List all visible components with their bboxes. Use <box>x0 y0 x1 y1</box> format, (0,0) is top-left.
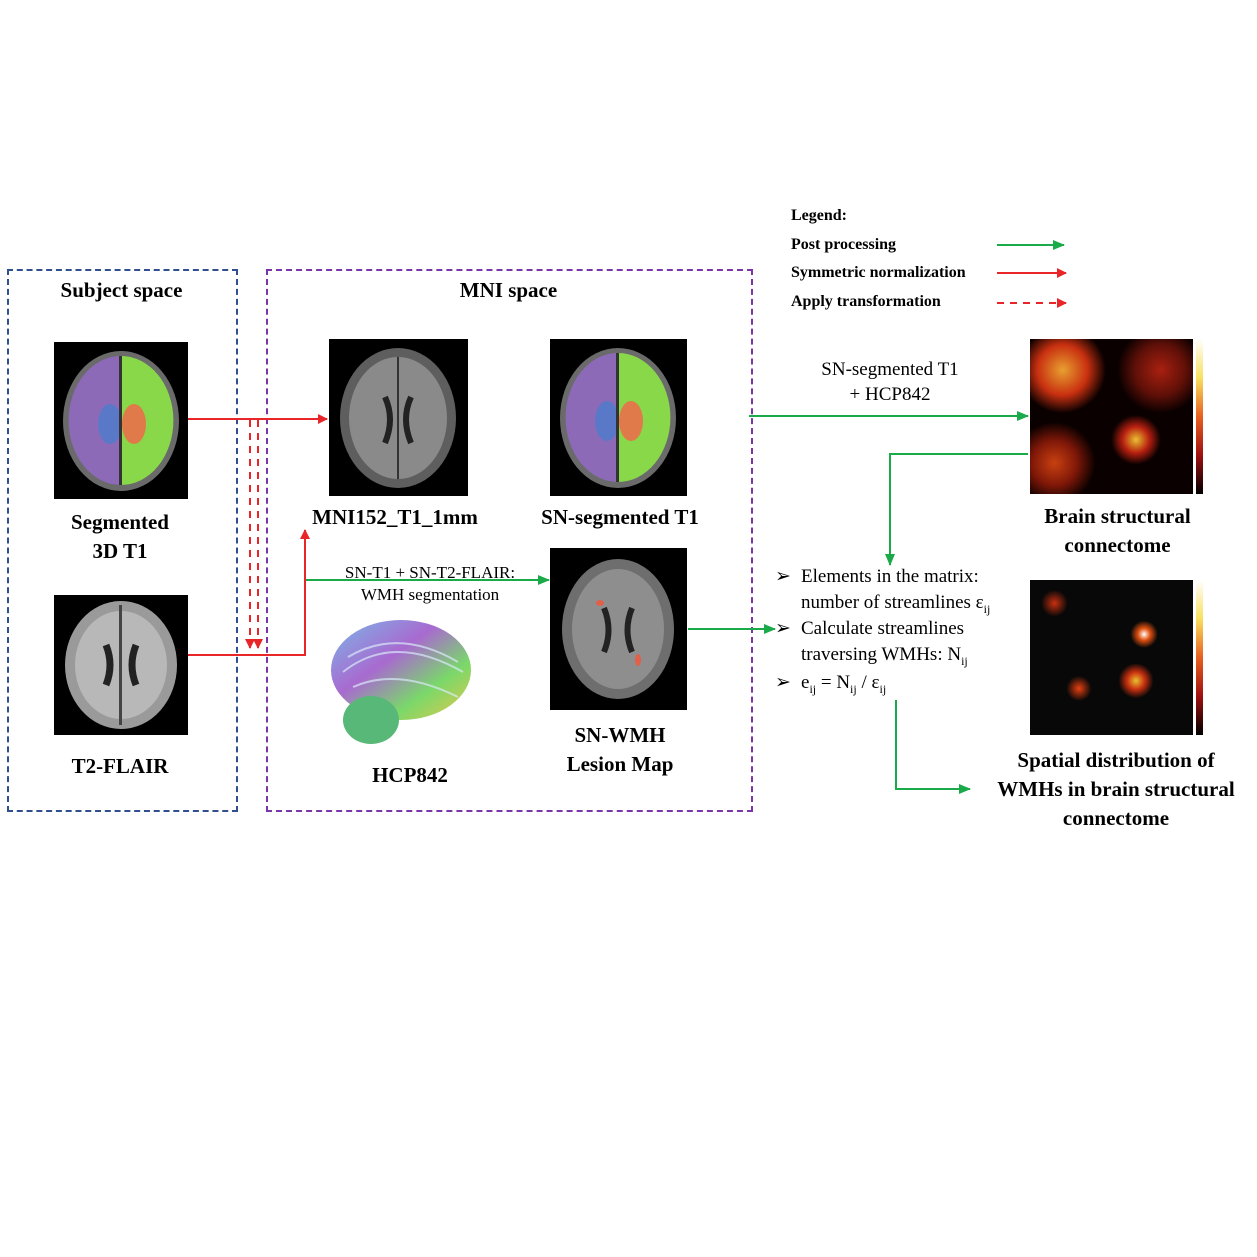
segmented-t1-image <box>54 342 188 499</box>
subject-space-box <box>7 269 238 812</box>
wmh-segmentation-note: SN-T1 + SN-T2-FLAIR: WMH segmentation <box>344 563 516 604</box>
mni152-image <box>329 339 468 496</box>
spatial-distribution-label: Spatial distribution of WMHs in brain st… <box>997 748 1235 830</box>
sn-segmented-t1-label: SN-segmented T1 <box>541 505 699 529</box>
green-arrow-to-spatial <box>895 700 971 794</box>
brain-connectome-matrix <box>1030 339 1210 494</box>
sn-wmh-label: SN-WMH Lesion Map <box>566 723 674 776</box>
mni-space-title: MNI space <box>459 278 558 302</box>
spatial-distribution-matrix <box>1030 580 1210 735</box>
t2-flair-image <box>54 595 188 735</box>
segmented-t1-label: Segmented 3D T1 <box>71 510 169 563</box>
brain-connectome-label: Brain structural connectome <box>1044 504 1191 557</box>
sn-wmh-image <box>550 548 687 710</box>
legend-title: Legend: <box>791 207 847 224</box>
green-arrow-connectome-to-bullets <box>885 453 1028 566</box>
connectome-note: SN-segmented T1 + HCP842 <box>821 359 959 405</box>
hcp842-label: HCP842 <box>372 763 448 787</box>
t2-flair-label: T2-FLAIR <box>71 754 169 778</box>
hcp842-tractography-image <box>323 612 473 752</box>
bullet-calculate: ➢Calculate streamlines traversing WMHs: … <box>775 618 968 668</box>
subject-space-title: Subject space <box>60 278 183 302</box>
bullet-elements: ➢Elements in the matrix: number of strea… <box>775 566 991 616</box>
legend-apply-transformation: Apply transformation <box>791 293 941 310</box>
legend-post-processing: Post processing <box>791 236 897 253</box>
sn-segmented-t1-image <box>550 339 687 496</box>
mni-space-box <box>266 269 753 812</box>
red-arrow-flair-to-mni <box>188 529 310 656</box>
legend-symmetric-normalization: Symmetric normalization <box>791 264 966 281</box>
mni152-label: MNI152_T1_1mm <box>312 505 478 529</box>
bullet-formula: ➢eij = Nij / εij <box>775 672 887 696</box>
